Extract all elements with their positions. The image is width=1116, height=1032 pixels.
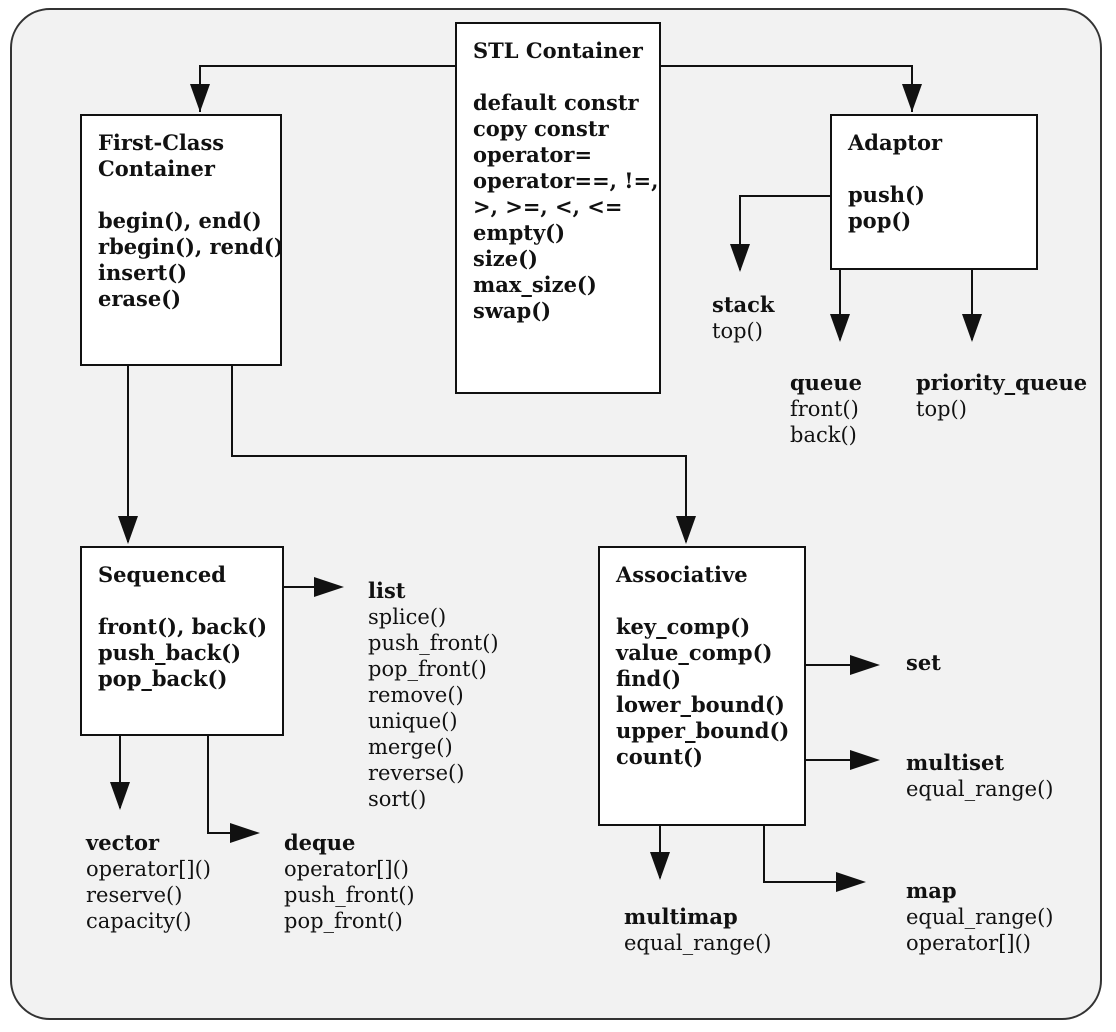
arrowhead-associative	[676, 516, 696, 544]
queue-member-front: front()	[790, 397, 859, 421]
member-rbegin-rend: rbegin(), rend()	[98, 234, 284, 259]
map-title: map	[906, 878, 957, 903]
adaptor-box: Adaptor push() pop()	[830, 114, 1038, 270]
vector-member-reserve: reserve()	[86, 883, 183, 907]
member-pop: pop()	[848, 208, 912, 233]
list-member-unique: unique()	[368, 709, 458, 733]
stack-label: stack top()	[712, 292, 774, 344]
queue-label: queue front() back()	[790, 370, 862, 448]
arrow-sequenced-to-deque	[207, 736, 256, 834]
sequenced-title: Sequenced	[98, 562, 226, 587]
member-begin-end: begin(), end()	[98, 208, 262, 233]
member-erase: erase()	[98, 286, 182, 311]
list-member-merge: merge()	[368, 735, 453, 759]
list-member-splice: splice()	[368, 605, 447, 629]
member-front-back: front(), back()	[98, 614, 268, 639]
member-key-comp: key_comp()	[616, 614, 751, 639]
vector-member-capacity: capacity()	[86, 909, 192, 933]
arrowhead-vector	[110, 782, 130, 810]
deque-member-push-front: push_front()	[284, 883, 415, 907]
member-push-back: push_back()	[98, 640, 242, 665]
adaptor-title: Adaptor	[848, 130, 943, 155]
member-lower-bound: lower_bound()	[616, 692, 785, 717]
multiset-title: multiset	[906, 750, 1005, 775]
deque-label: deque operator[]() push_front() pop_fron…	[284, 830, 415, 934]
map-member-operator-index: operator[]()	[906, 931, 1031, 955]
priority-queue-member-top: top()	[916, 397, 967, 421]
stack-title: stack	[712, 292, 775, 317]
multimap-member-equal-range: equal_range()	[624, 931, 772, 955]
member-value-comp: value_comp()	[616, 640, 773, 665]
set-label: set	[906, 650, 941, 676]
sequenced-box: Sequenced front(), back() push_back() po…	[80, 546, 284, 736]
associative-title: Associative	[616, 562, 748, 587]
member-insert: insert()	[98, 260, 188, 285]
arrowhead-multimap	[650, 852, 670, 880]
arrowhead-deque	[230, 823, 260, 843]
member-default-constr: default constr	[473, 90, 639, 115]
list-member-reverse: reverse()	[368, 761, 465, 785]
arrow-stl-to-first-class	[199, 65, 455, 112]
member-operator-compare: >, >=, <, <=	[473, 194, 623, 219]
multimap-label: multimap equal_range()	[624, 904, 771, 956]
member-swap: swap()	[473, 298, 552, 323]
arrowhead-queue	[830, 314, 850, 342]
priority-queue-title: priority_queue	[916, 370, 1088, 395]
multimap-title: multimap	[624, 904, 738, 929]
first-class-title-line2: Container	[98, 156, 215, 181]
list-title: list	[368, 578, 406, 603]
set-title: set	[906, 650, 941, 675]
vector-member-operator-index: operator[]()	[86, 857, 211, 881]
member-operator-eq: operator==, !=,	[473, 168, 659, 193]
arrowhead-map	[836, 872, 866, 892]
list-member-pop-front: pop_front()	[368, 657, 487, 681]
multiset-label: multiset equal_range()	[906, 750, 1053, 802]
arrow-first-class-to-associative	[231, 366, 687, 542]
arrowhead-adaptor	[902, 84, 922, 112]
member-max-size: max_size()	[473, 272, 597, 297]
list-member-remove: remove()	[368, 683, 464, 707]
arrow-stl-to-adaptor	[660, 65, 913, 112]
arrowhead-multiset	[850, 750, 880, 770]
list-label: list splice() push_front() pop_front() r…	[368, 578, 499, 812]
member-pop-back: pop_back()	[98, 666, 228, 691]
stl-container-box: STL Container default constr copy constr…	[455, 22, 661, 394]
map-label: map equal_range() operator[]()	[906, 878, 1053, 956]
arrow-associative-to-map	[763, 826, 862, 883]
arrowhead-priority-queue	[962, 314, 982, 342]
member-count: count()	[616, 744, 703, 769]
associative-box: Associative key_comp() value_comp() find…	[598, 546, 806, 826]
stl-container-title: STL Container	[473, 38, 643, 63]
deque-title: deque	[284, 830, 356, 855]
member-empty: empty()	[473, 220, 566, 245]
multiset-member-equal-range: equal_range()	[906, 777, 1054, 801]
member-find: find()	[616, 666, 682, 691]
list-member-sort: sort()	[368, 787, 427, 811]
member-push: push()	[848, 182, 925, 207]
priority-queue-label: priority_queue top()	[916, 370, 1087, 422]
arrowhead-stack	[730, 244, 750, 272]
arrowhead-sequenced	[118, 516, 138, 544]
arrowhead-set	[850, 655, 880, 675]
queue-member-back: back()	[790, 423, 857, 447]
vector-label: vector operator[]() reserve() capacity()	[86, 830, 211, 934]
arrow-adaptor-to-stack	[739, 195, 830, 270]
deque-member-operator-index: operator[]()	[284, 857, 409, 881]
member-copy-constr: copy constr	[473, 116, 609, 141]
arrowhead-first-class	[190, 84, 210, 112]
vector-title: vector	[86, 830, 160, 855]
first-class-title-line1: First-Class	[98, 130, 225, 155]
arrowhead-list	[314, 577, 344, 597]
deque-member-pop-front: pop_front()	[284, 909, 403, 933]
stack-member-top: top()	[712, 319, 763, 343]
queue-title: queue	[790, 370, 862, 395]
first-class-container-box: First-Class Container begin(), end() rbe…	[80, 114, 284, 366]
member-size: size()	[473, 246, 538, 271]
member-upper-bound: upper_bound()	[616, 718, 790, 743]
list-member-push-front: push_front()	[368, 631, 499, 655]
member-operator-assign: operator=	[473, 142, 593, 167]
map-member-equal-range: equal_range()	[906, 905, 1054, 929]
